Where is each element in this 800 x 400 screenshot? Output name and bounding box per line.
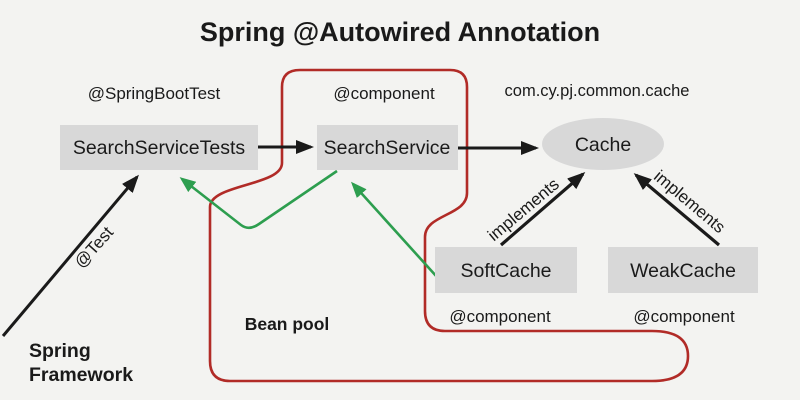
- search-service-tests-label: SearchServiceTests: [73, 137, 246, 159]
- weak-cache-box: [608, 247, 758, 293]
- weak-cache-label: WeakCache: [630, 260, 736, 282]
- search-service-label: SearchService: [324, 137, 451, 159]
- soft-cache-box: [435, 247, 577, 293]
- arrow-framework-to-tests: [1, 174, 139, 337]
- search-service-tests-box: [60, 125, 258, 170]
- component-annotation-softcache: @component: [449, 307, 551, 326]
- node-soft-cache: SoftCache @component: [435, 247, 577, 326]
- springboottest-annotation: @SpringBootTest: [88, 84, 221, 103]
- node-search-service-tests: SearchServiceTests @SpringBootTest: [60, 84, 258, 170]
- bean-pool-boundary: [208, 68, 690, 383]
- search-service-box: [317, 125, 458, 170]
- arrow-softcache-implements-cache: [499, 172, 586, 247]
- cache-package-label: com.cy.pj.common.cache: [505, 82, 690, 100]
- cache-label: Cache: [575, 134, 631, 156]
- arrow-weakcache-implements-cache: [633, 173, 721, 247]
- cache-ellipse: [542, 118, 664, 170]
- bean-pool-caption: Bean pool: [245, 314, 330, 334]
- node-search-service: SearchService @component: [317, 84, 458, 170]
- arrow-inject-softcache-into-service: [350, 181, 438, 278]
- spring-framework-line1: Spring: [29, 340, 91, 362]
- component-annotation-searchservice: @component: [333, 84, 435, 103]
- spring-framework-line2: Framework: [29, 364, 133, 386]
- arrow-inject-service-into-tests: [179, 169, 338, 230]
- diagram-title: Spring @Autowired Annotation: [200, 17, 600, 47]
- node-weak-cache: WeakCache @component: [608, 247, 758, 326]
- node-cache: Cache com.cy.pj.common.cache: [505, 82, 690, 170]
- component-annotation-weakcache: @component: [633, 307, 735, 326]
- soft-cache-label: SoftCache: [460, 260, 551, 282]
